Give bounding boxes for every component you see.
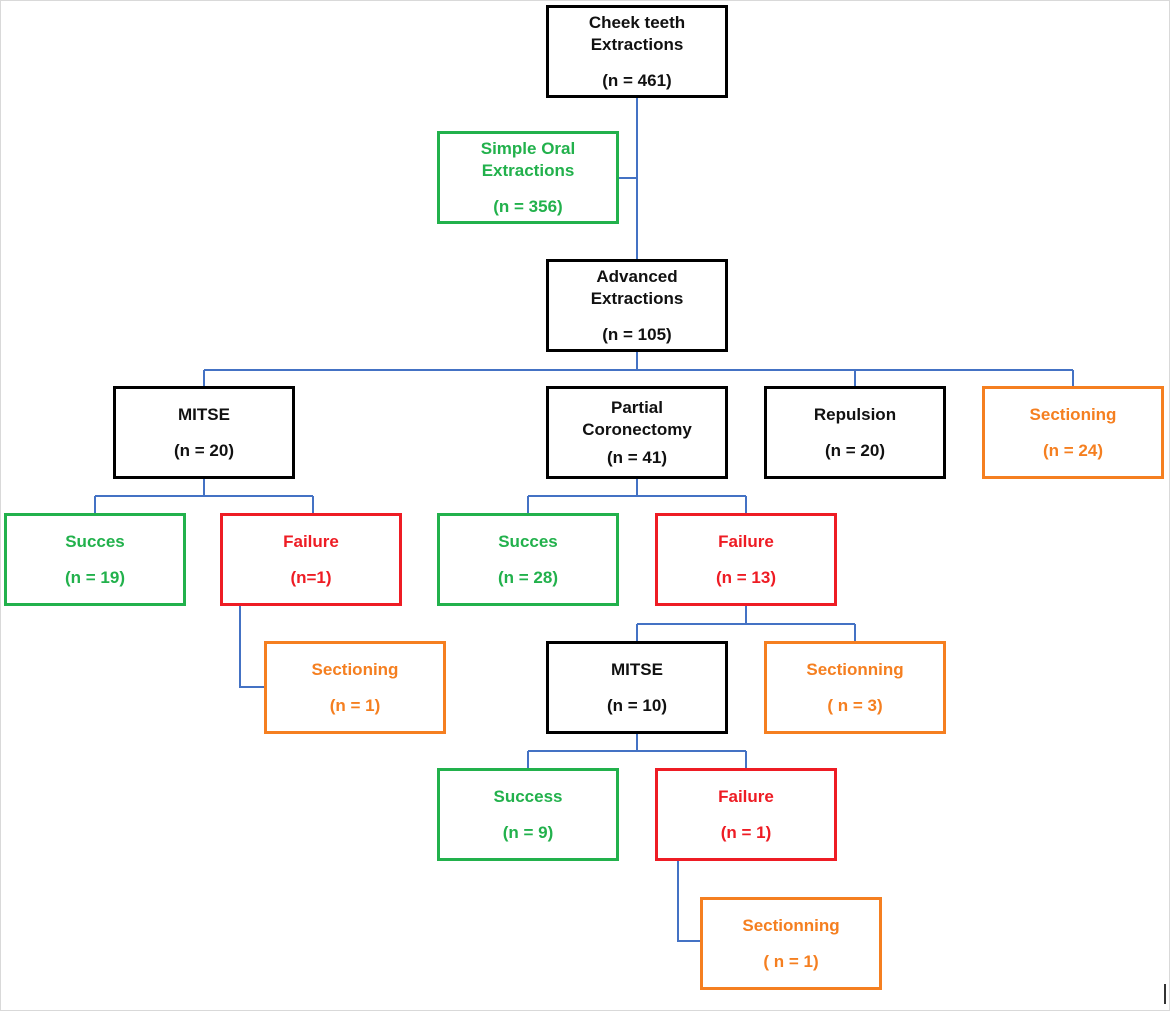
node-count: ( n = 1)	[763, 951, 819, 971]
node-failure: Failure (n=1)	[220, 513, 402, 606]
node-count: (n = 20)	[825, 440, 885, 460]
node-label: Partial	[611, 397, 663, 417]
node-count: ( n = 3)	[827, 695, 883, 715]
text-cursor-mark	[1164, 984, 1166, 1004]
connector-line	[94, 479, 314, 513]
connector-line	[203, 352, 1074, 386]
node-label: Success	[493, 786, 563, 806]
connector-line	[677, 861, 700, 942]
connector-line	[527, 734, 747, 768]
node-partial-coronectomy: Partial Coronectomy (n = 41)	[546, 386, 728, 479]
node-count: (n = 24)	[1043, 440, 1103, 460]
node-succes: Succes (n = 28)	[437, 513, 619, 606]
node-sectionning: Sectionning ( n = 1)	[700, 897, 882, 990]
node-label: Succes	[65, 531, 125, 551]
node-count: (n = 10)	[607, 695, 667, 715]
node-label: Repulsion	[813, 404, 897, 424]
node-count: (n = 28)	[498, 567, 558, 587]
node-label: Extractions	[590, 34, 684, 54]
node-cheek-teeth-extractions: Cheek teeth Extractions (n = 461)	[546, 5, 728, 98]
node-count: (n = 13)	[716, 567, 776, 587]
node-sectionning: Sectionning ( n = 3)	[764, 641, 946, 734]
node-label: Sectionning	[806, 659, 904, 679]
node-label: Failure	[283, 531, 339, 551]
node-label: Failure	[718, 531, 774, 551]
node-count: (n = 19)	[65, 567, 125, 587]
node-sectioning: Sectioning (n = 1)	[264, 641, 446, 734]
node-count: (n = 461)	[602, 70, 672, 90]
node-label: Simple Oral	[480, 138, 576, 158]
node-simple-oral-extractions: Simple Oral Extractions (n = 356)	[437, 131, 619, 224]
node-label: Extractions	[590, 288, 684, 308]
connector-line	[527, 479, 747, 513]
node-count: (n = 20)	[174, 440, 234, 460]
node-count: (n=1)	[290, 567, 332, 587]
node-count: (n = 41)	[607, 447, 667, 467]
node-count: (n = 1)	[329, 695, 381, 715]
node-success: Success (n = 9)	[437, 768, 619, 861]
node-count: (n = 9)	[502, 822, 554, 842]
connector-line	[239, 606, 264, 688]
node-mitse: MITSE (n = 20)	[113, 386, 295, 479]
node-count: (n = 105)	[602, 324, 672, 344]
node-label: Extractions	[481, 160, 575, 180]
node-label: Succes	[498, 531, 558, 551]
node-label: Cheek teeth	[588, 12, 686, 32]
node-sectioning: Sectioning (n = 24)	[982, 386, 1164, 479]
node-count: (n = 1)	[720, 822, 772, 842]
node-label: Sectionning	[742, 915, 840, 935]
node-label: Sectioning	[1029, 404, 1117, 424]
node-succes: Succes (n = 19)	[4, 513, 186, 606]
node-failure: Failure (n = 13)	[655, 513, 837, 606]
node-failure: Failure (n = 1)	[655, 768, 837, 861]
node-label: Failure	[718, 786, 774, 806]
node-count: (n = 356)	[493, 196, 563, 216]
node-label: Advanced	[596, 266, 678, 286]
node-advanced-extractions: Advanced Extractions (n = 105)	[546, 259, 728, 352]
node-mitse: MITSE (n = 10)	[546, 641, 728, 734]
node-label: Sectioning	[311, 659, 399, 679]
node-repulsion: Repulsion (n = 20)	[764, 386, 946, 479]
node-label: MITSE	[611, 659, 663, 679]
node-label: Coronectomy	[582, 419, 692, 439]
node-label: MITSE	[178, 404, 230, 424]
connector-line	[636, 606, 856, 641]
